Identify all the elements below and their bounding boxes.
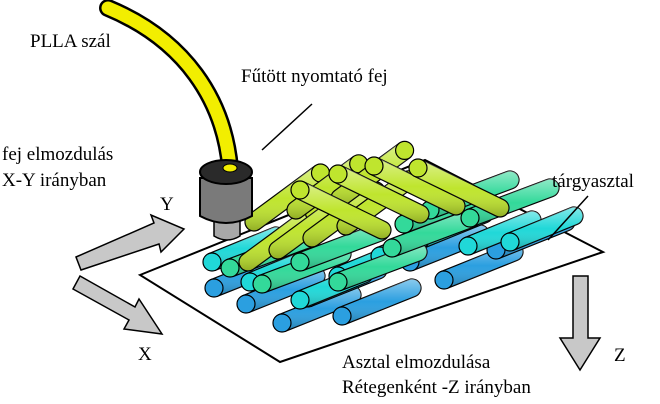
printed-lattice <box>202 140 584 333</box>
rod-layer3-2 <box>290 222 390 272</box>
z-direction-arrow <box>558 275 602 372</box>
head-motion-label-1: fej elmozdulás <box>2 144 113 165</box>
print-head-assembly <box>99 0 253 241</box>
rod-layer2-6 <box>458 210 542 256</box>
y-axis-label: Y <box>160 194 174 215</box>
rod-layer4-6 <box>330 140 415 208</box>
rod-layer3-7 <box>460 178 560 228</box>
rod-layer2-7 <box>500 206 584 252</box>
x-direction-arrow <box>71 274 164 335</box>
table-motion-label-2: Rétegenként -Z irányban <box>342 377 531 398</box>
head-motion-label-2: X-Y irányban <box>2 170 107 191</box>
rod-layer1-4 <box>332 278 422 326</box>
filament-label: PLLA szál <box>30 31 111 52</box>
rod-layer4-upper-1 <box>328 164 430 224</box>
rod-layer4-upper-0 <box>290 180 392 240</box>
table-leader-line <box>547 195 589 241</box>
rod-layer4-upper-2 <box>364 156 466 216</box>
rod-layer4-upper-3 <box>408 158 510 218</box>
print-head-body <box>199 177 253 224</box>
heated-head-label: Fűtött nyomtató fej <box>241 66 388 87</box>
y-direction-arrow <box>75 213 186 271</box>
z-axis-label: Z <box>614 345 626 366</box>
rod-layer1-2 <box>272 285 362 333</box>
x-axis-label: X <box>138 344 152 365</box>
head-leader-line <box>261 103 313 151</box>
filament-entry <box>222 163 238 173</box>
table-motion-label-1: Asztal elmozdulása <box>342 352 491 373</box>
print-head-top <box>199 159 253 185</box>
filament-strand-fill <box>101 1 237 175</box>
table-label: tárgyasztal <box>552 171 634 192</box>
